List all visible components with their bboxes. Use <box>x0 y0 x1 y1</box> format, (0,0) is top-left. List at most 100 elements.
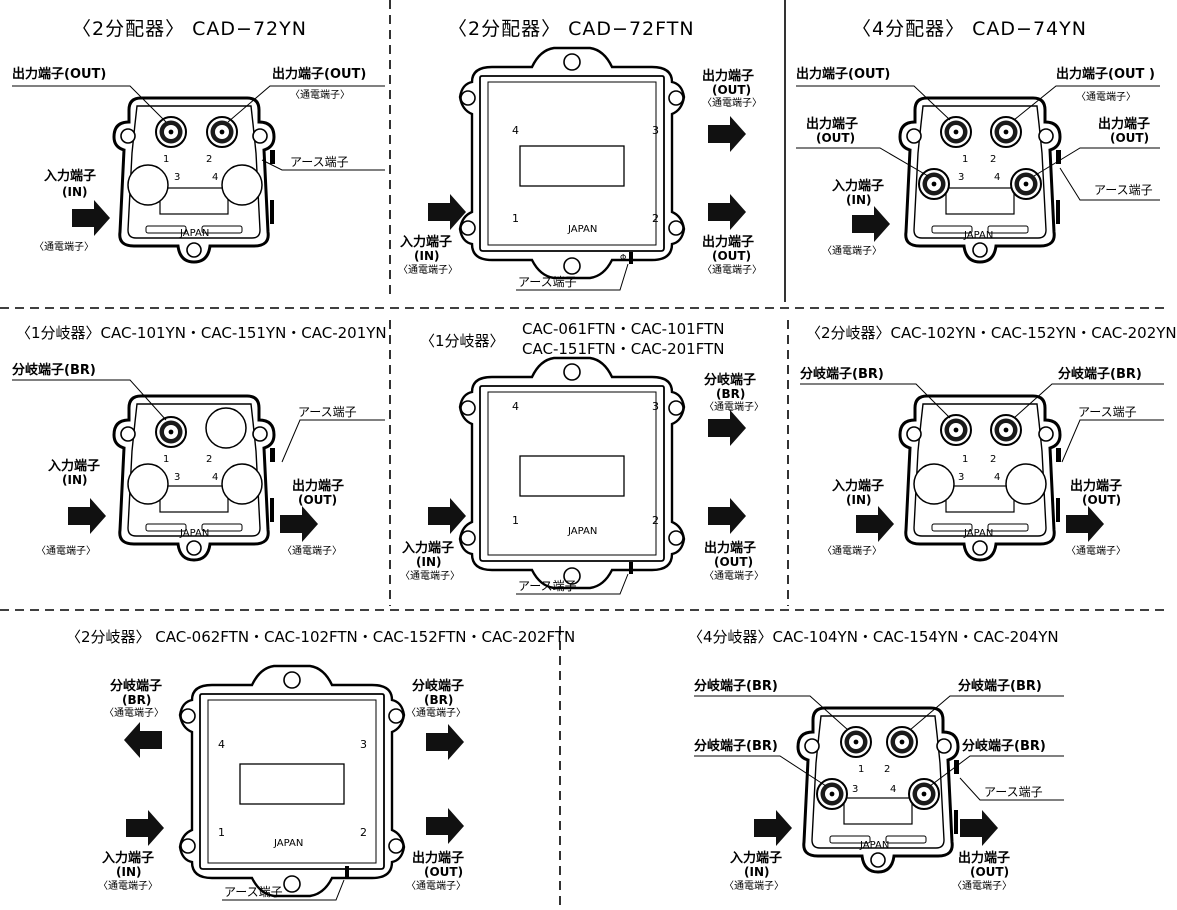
output-port-2 <box>990 116 1022 148</box>
earth-clamp-icon <box>345 866 349 878</box>
panel6-tap: 1 2 3 4 JAPAN 分岐端子(BR) 分岐端子(BR) アース端子 入力… <box>800 366 1164 562</box>
powered-terminal-note: 〈通電端子〉 <box>290 88 350 101</box>
output-arrow-icon <box>426 808 464 844</box>
powered-terminal-note: 〈通電端子〉 <box>1076 90 1136 103</box>
leader-line <box>909 695 1064 731</box>
leader-line <box>1013 85 1160 121</box>
branch-terminal-label: 分岐端子(BR) <box>694 678 778 694</box>
leader-line <box>1059 167 1160 201</box>
input-in-label: (IN) <box>416 555 441 569</box>
panel1-splitter: 1 2 3 4 JAPAN 出力端子(OUT) 出力端子(OUT) 〈通電端子〉… <box>12 66 385 264</box>
output-out-label: (OUT) <box>424 865 463 879</box>
japan-label: JAPAN <box>179 228 209 239</box>
port-number-3: 3 <box>958 472 964 483</box>
input-terminal-label: 入力端子 <box>832 478 884 494</box>
port-number-1: 1 <box>962 454 968 465</box>
port-number-2: 2 <box>360 826 367 839</box>
branch-terminal-label: 分岐端子(BR) <box>694 738 778 754</box>
powered-terminal-note: 〈通電端子〉 <box>406 879 466 892</box>
output-arrow-icon <box>960 810 998 846</box>
leader-line <box>959 777 1064 801</box>
powered-terminal-note: 〈通電端子〉 <box>724 879 784 892</box>
powered-terminal-note: 〈通電端子〉 <box>1066 544 1126 557</box>
output-terminal-label: 出力端子 <box>412 850 464 866</box>
port-number-1: 1 <box>218 826 225 839</box>
branch-arrow-left-icon <box>124 722 162 758</box>
port-number-1: 1 <box>858 764 864 775</box>
panel7-tap: 4 3 1 2 JAPAN 分岐端子 (BR) 〈通電端子〉 分岐端子 (BR)… <box>98 664 466 901</box>
leader-line <box>796 147 929 177</box>
output-out-label: (OUT) <box>298 493 337 507</box>
input-terminal-label: 入力端子 <box>400 234 452 250</box>
output-arrow-icon <box>708 116 746 152</box>
earth-terminal-label: アース端子 <box>298 405 357 419</box>
input-terminal-label: 入力端子 <box>402 540 454 556</box>
port-number-3: 3 <box>174 172 180 183</box>
output-terminal-label: 出力端子 <box>702 68 754 84</box>
input-arrow-icon <box>856 506 894 542</box>
powered-terminal-note: 〈通電端子〉 <box>702 263 762 276</box>
blank-port-4 <box>1005 463 1047 505</box>
input-arrow-icon <box>72 200 110 236</box>
port-number-2: 2 <box>990 154 996 165</box>
output-terminal-label: 出力端子 <box>806 116 858 132</box>
leader-line <box>12 85 167 123</box>
input-in-label: (IN) <box>846 493 871 507</box>
port-number-2: 2 <box>652 212 659 225</box>
port-number-4: 4 <box>512 124 519 137</box>
earth-terminal-label: アース端子 <box>518 275 577 289</box>
powered-terminal-note: 〈通電端子〉 <box>952 879 1012 892</box>
blank-port-3 <box>913 463 955 505</box>
earth-clamp-icon <box>629 562 633 574</box>
japan-label: JAPAN <box>567 224 597 235</box>
output-port-1 <box>940 116 972 148</box>
output-terminal-label: 出力端子 <box>704 540 756 556</box>
input-in-label: (IN) <box>62 473 87 487</box>
input-arrow-icon <box>126 810 164 846</box>
branch-terminal-label: 分岐端子(BR) <box>12 362 96 378</box>
japan-label: JAPAN <box>859 840 889 851</box>
branch-port-1 <box>940 414 972 446</box>
powered-terminal-note: 〈通電端子〉 <box>398 263 458 276</box>
output-terminal-label: 出力端子 <box>292 478 344 494</box>
output-terminal-label: 出力端子(OUT ) <box>1056 66 1155 82</box>
port-number-3: 3 <box>652 124 659 137</box>
powered-terminal-note: 〈通電端子〉 <box>400 569 460 582</box>
powered-terminal-note: 〈通電端子〉 <box>822 544 882 557</box>
powered-terminal-note: 〈通電端子〉 <box>34 240 94 253</box>
panel2-splitter: 4 3 1 2 JAPAN 出力端子 (OUT) 〈通電端子〉 出力端子 (OU… <box>398 46 762 291</box>
leader-line <box>1013 383 1164 419</box>
earth-terminal-label: アース端子 <box>290 155 349 169</box>
branch-br-label: (BR) <box>424 693 453 707</box>
output-out-label: (OUT) <box>1110 131 1149 145</box>
leader-line <box>516 263 629 291</box>
port-number-4: 4 <box>512 400 519 413</box>
leader-line <box>516 573 629 595</box>
japan-label: JAPAN <box>963 528 993 539</box>
panel8-title: 〈4分岐器〉CAC-104YN・CAC-154YN・CAC-204YN <box>688 628 1059 646</box>
output-out-label: (OUT) <box>816 131 855 145</box>
output-port-1 <box>155 116 187 148</box>
powered-terminal-note: 〈通電端子〉 <box>702 96 762 109</box>
port-number-4: 4 <box>212 472 218 483</box>
port-number-2: 2 <box>990 454 996 465</box>
output-terminal-label: 出力端子 <box>958 850 1010 866</box>
port-number-4: 4 <box>212 172 218 183</box>
output-terminal-label: 出力端子(OUT) <box>796 66 890 82</box>
branch-port-2 <box>990 414 1022 446</box>
output-terminal-label: 出力端子(OUT) <box>12 66 106 82</box>
branch-port-1 <box>840 726 872 758</box>
branch-port-1 <box>155 416 187 448</box>
port-number-4: 4 <box>994 172 1000 183</box>
output-arrow-icon <box>708 498 746 534</box>
panel5-tap: 4 3 1 2 JAPAN 分岐端子 (BR) 〈通電端子〉 出力端子 (OUT… <box>400 356 764 595</box>
port-number-3: 3 <box>852 784 858 795</box>
output-arrow-icon <box>1066 506 1104 542</box>
japan-label: JAPAN <box>273 838 303 849</box>
blank-port-4 <box>221 463 263 505</box>
panel5-title-line1: CAC-061FTN・CAC-101FTN <box>522 320 725 338</box>
branch-port-4 <box>908 778 940 810</box>
input-in-label: (IN) <box>414 249 439 263</box>
port-number-1: 1 <box>512 212 519 225</box>
